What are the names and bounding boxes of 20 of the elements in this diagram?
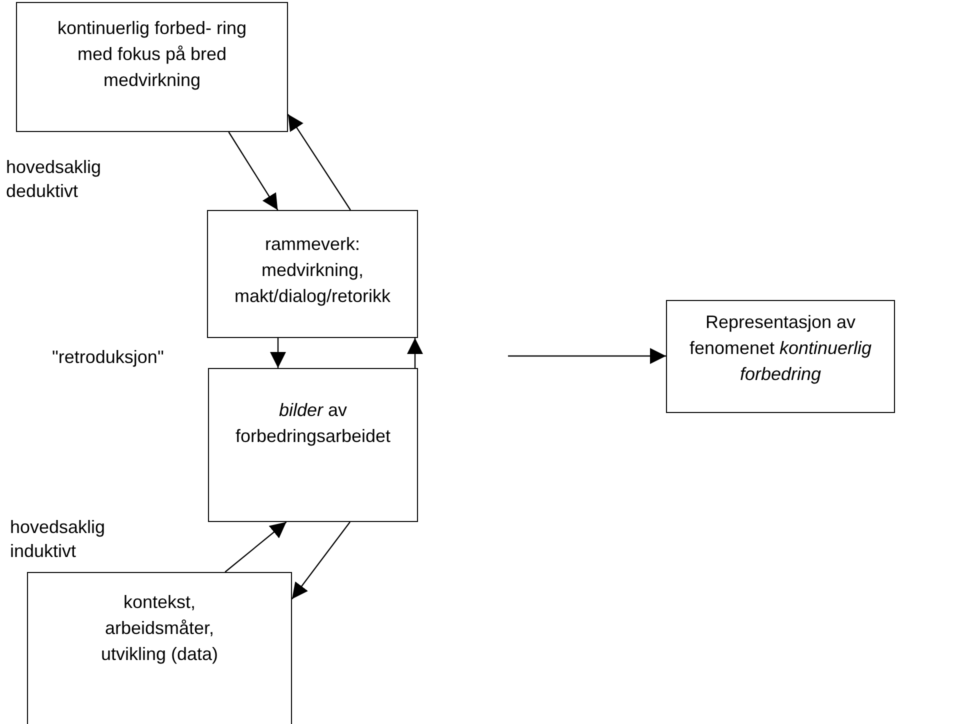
annotation-text: hovedsaklig induktivt — [10, 516, 106, 563]
arrow — [508, 348, 666, 364]
process-box — [207, 210, 418, 338]
process-box — [27, 572, 292, 724]
arrow — [270, 338, 286, 368]
arrow — [407, 338, 423, 368]
arrow — [228, 132, 278, 210]
box-text: rammeverk: medvirkning, makt/dialog/retorikk — [233, 233, 392, 308]
process-box — [208, 368, 418, 522]
box-text: kontekst, arbeidsmåter, utvikling (data) — [100, 591, 220, 666]
box-text: bilder av forbedringsarbeidet — [234, 399, 392, 448]
arrow — [288, 114, 351, 210]
box-text: kontinuerlig forbed- ring med fokus på bred medvirkning — [56, 17, 248, 92]
arrow — [292, 522, 350, 600]
arrow — [224, 522, 287, 572]
process-box — [16, 2, 288, 132]
box-text: Representasjon av fenomenet kontinuerlig forbedring — [688, 311, 873, 386]
annotation-text: "retroduksjon" — [52, 346, 165, 369]
process-box — [666, 300, 895, 413]
annotation-text: hovedsaklig deduktivt — [6, 156, 102, 203]
